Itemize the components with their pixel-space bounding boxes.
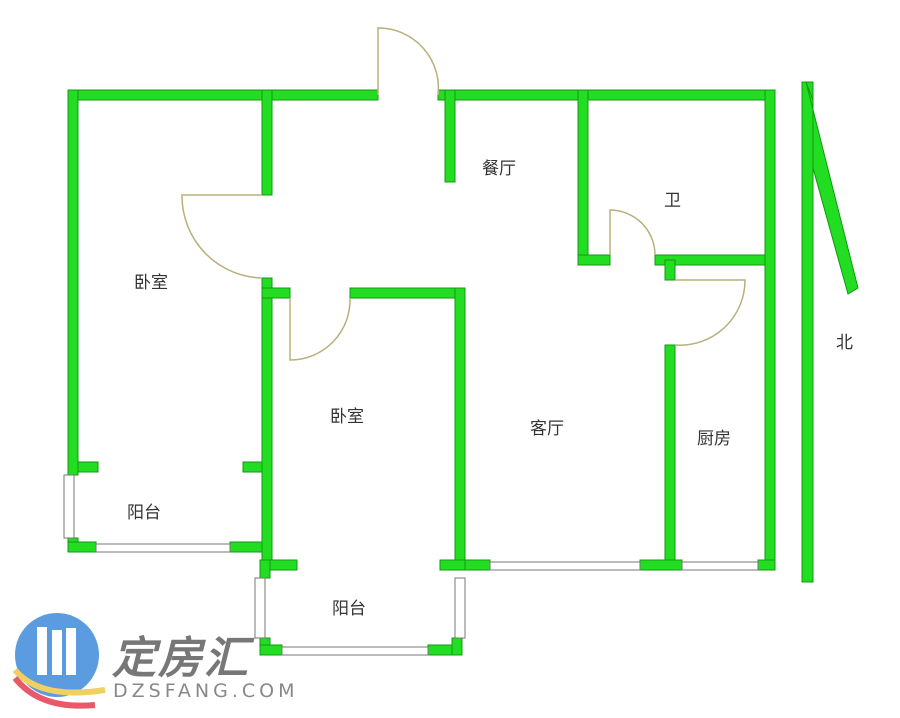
watermark-brand: 定房汇	[112, 633, 250, 684]
logo-icon	[12, 613, 106, 709]
room-label-living: 客厅	[530, 419, 564, 439]
doors	[181, 27, 746, 361]
room-label-dining: 餐厅	[482, 159, 516, 179]
room-label-bedroom-mid: 卧室	[330, 407, 364, 427]
north-arrow	[801, 81, 859, 583]
north-label: 北	[836, 333, 853, 353]
room-label-balcony-mid: 阳台	[332, 599, 366, 619]
windows	[63, 474, 759, 656]
walls	[67, 89, 776, 656]
room-label-bath: 卫	[664, 191, 681, 211]
room-label-balcony-left: 阳台	[127, 503, 161, 523]
room-label-kitchen: 厨房	[697, 429, 731, 449]
watermark-site: DZSFANG.COM	[113, 680, 299, 702]
room-label-bedroom-left: 卧室	[134, 273, 168, 293]
